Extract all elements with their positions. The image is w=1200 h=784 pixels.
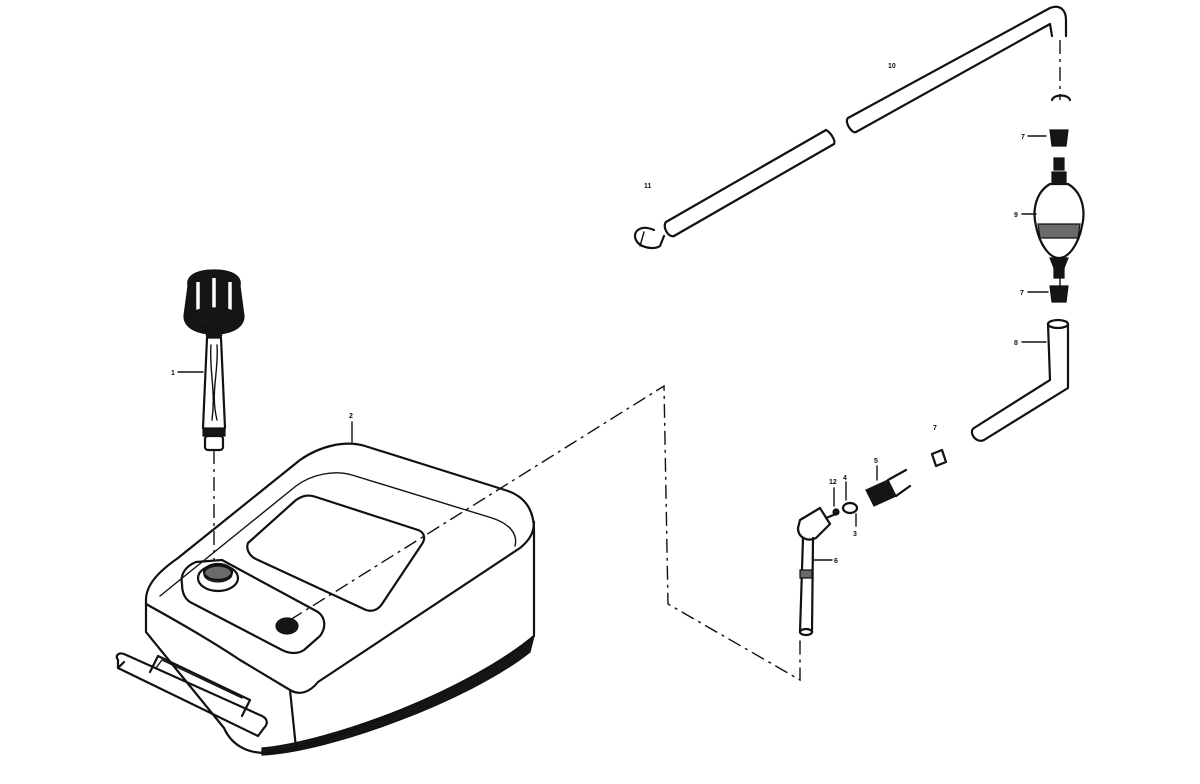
callout-leaders xyxy=(177,135,1049,561)
callout-2: 2 xyxy=(349,413,353,420)
callout-6: 6 xyxy=(834,558,838,565)
callout-9: 9 xyxy=(1014,212,1018,219)
callout-10: 10 xyxy=(888,63,896,70)
callout-11: 11 xyxy=(644,183,652,190)
hose-clamp xyxy=(633,226,666,250)
fuel-tank xyxy=(115,442,536,756)
fuel-line-hose xyxy=(663,5,1072,238)
callout-7-top: 7 xyxy=(1021,134,1025,141)
callout-5: 5 xyxy=(874,458,878,465)
primer-bulb-assembly xyxy=(1033,129,1085,303)
callout-4: 4 xyxy=(843,475,847,482)
tank-connector-assembly xyxy=(796,448,948,637)
fuel-gauge-cap xyxy=(183,269,245,452)
callout-3: 3 xyxy=(853,531,857,538)
callout-7-middle: 7 xyxy=(1020,290,1024,297)
callout-12: 12 xyxy=(829,479,837,486)
assembly-centerlines xyxy=(213,276,1061,682)
callout-8: 8 xyxy=(1014,340,1018,347)
callout-7-bottom: 7 xyxy=(933,425,937,432)
callout-labels: 1 2 3 4 5 6 7 7 7 8 9 10 11 12 xyxy=(171,63,1025,565)
fuel-hose-elbow xyxy=(970,318,1070,442)
callout-1: 1 xyxy=(171,370,175,377)
